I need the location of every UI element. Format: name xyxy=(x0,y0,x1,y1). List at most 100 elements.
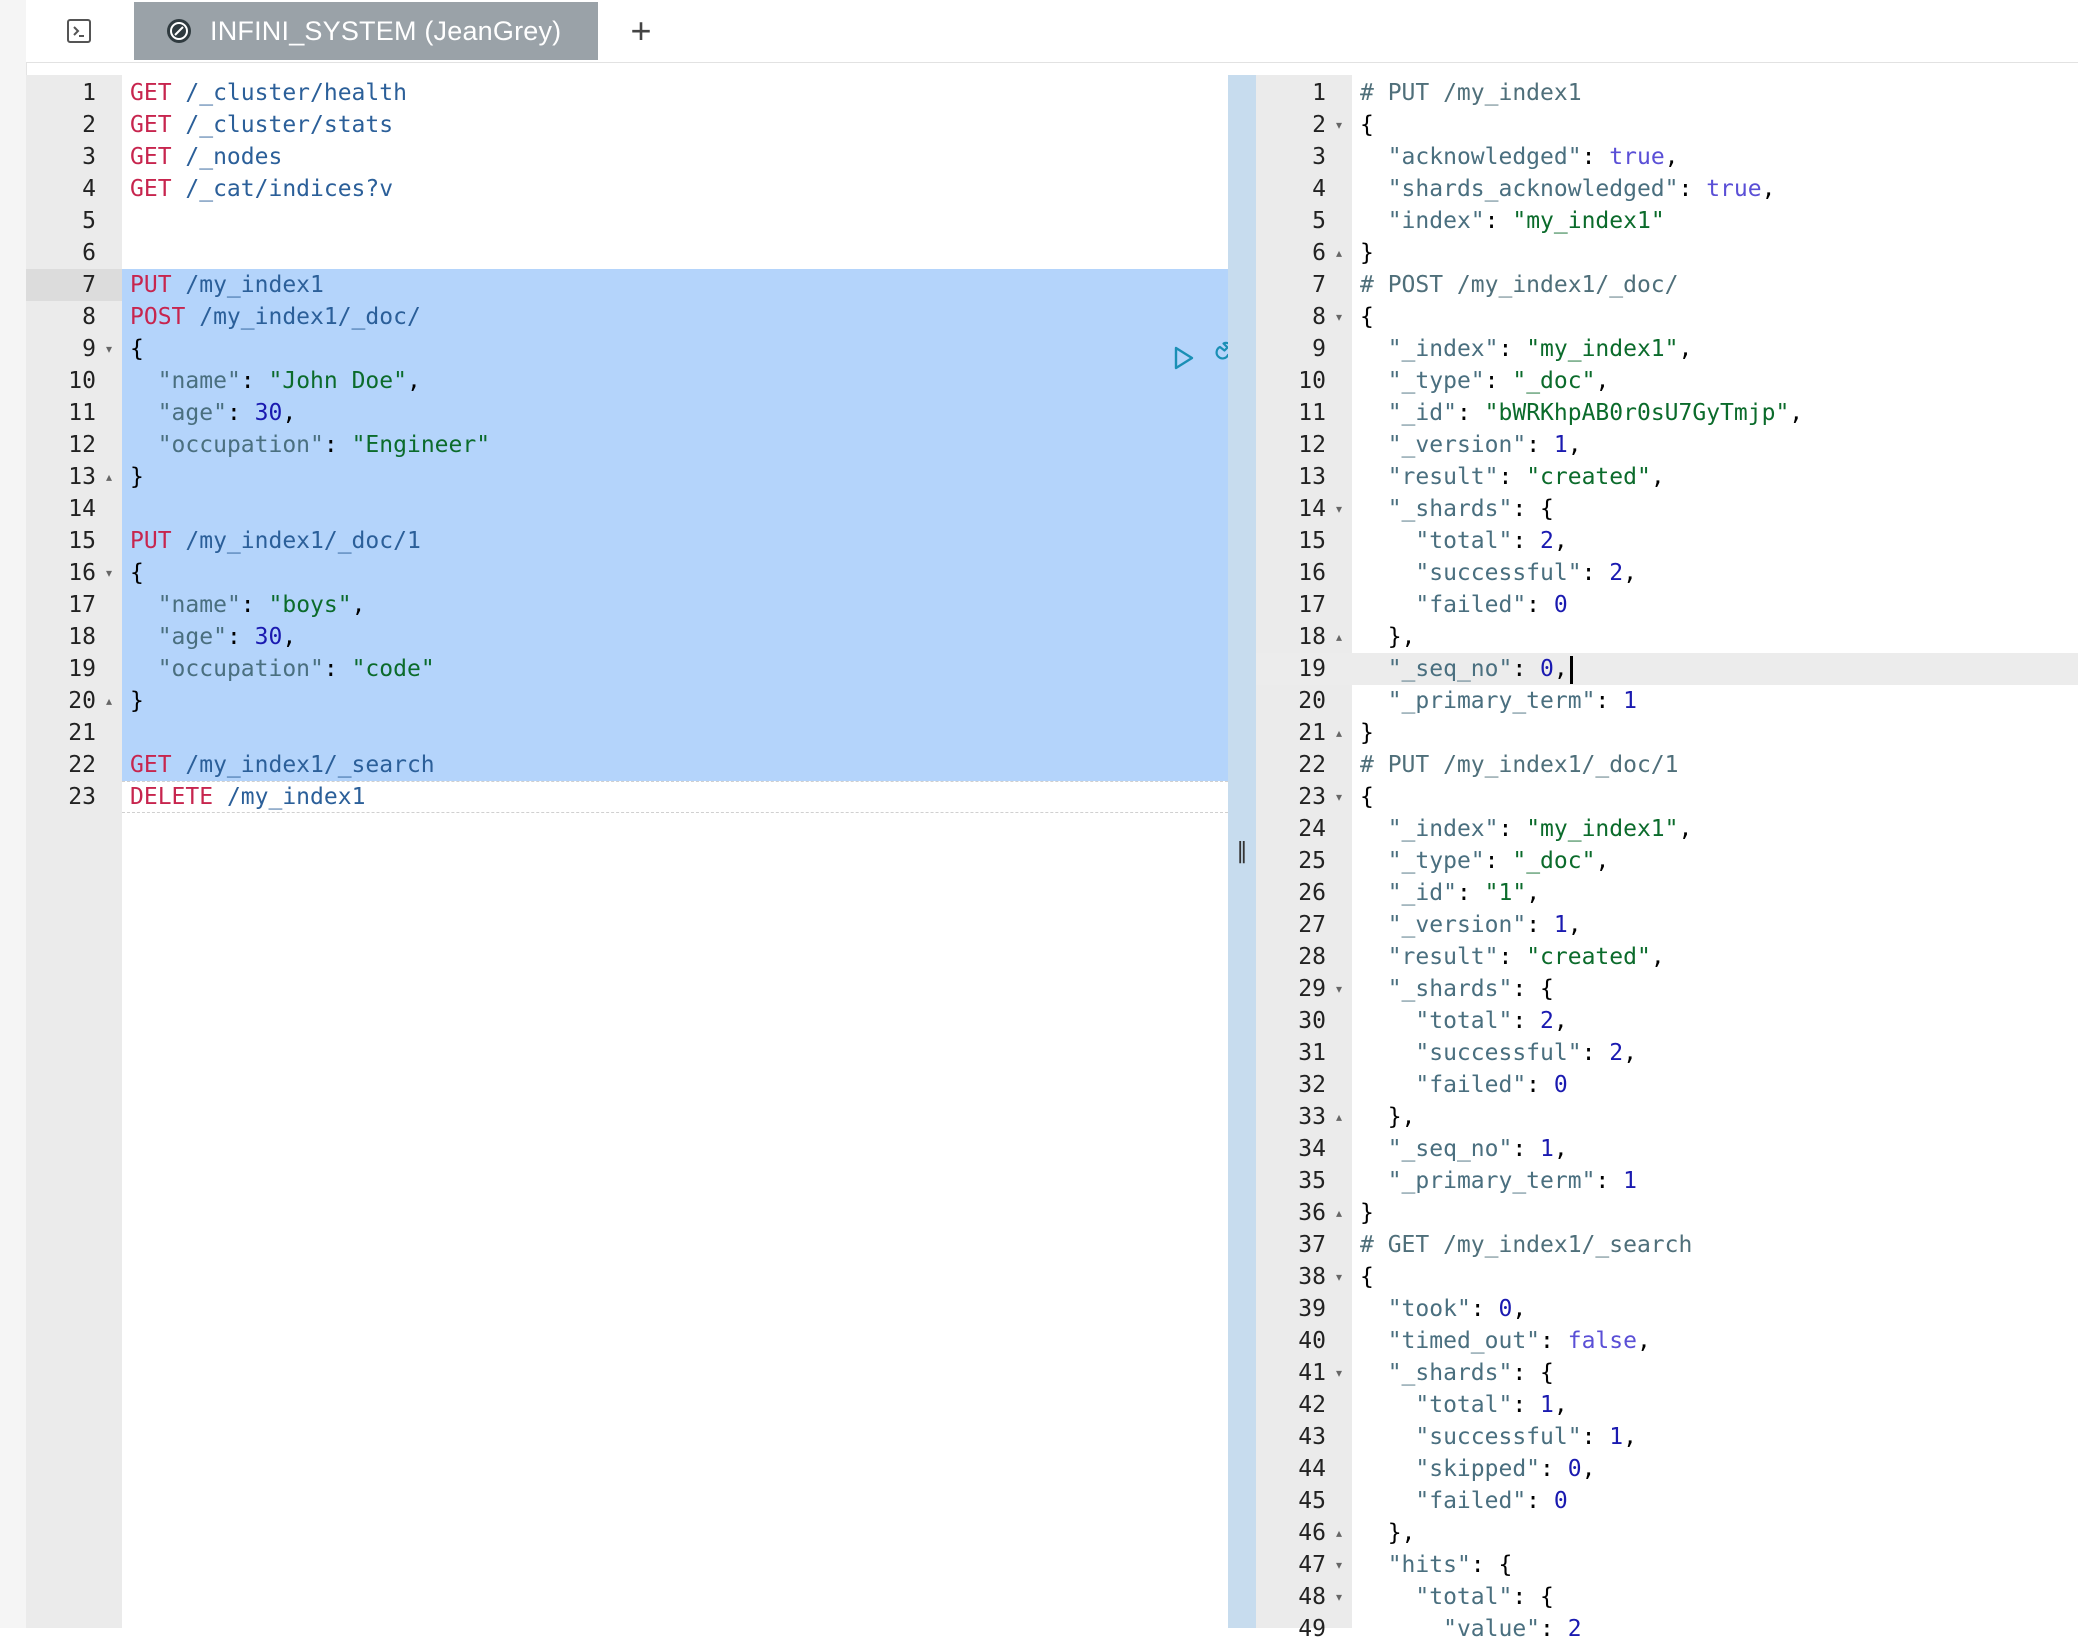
code-line[interactable]: 18▴ }, xyxy=(1256,621,2078,653)
code-line[interactable]: 11 "_id": "bWRKhpAB0r0sU7GyTmjp", xyxy=(1256,397,2078,429)
code-line[interactable]: 23▾{ xyxy=(1256,781,2078,813)
code-line[interactable]: 6▴} xyxy=(1256,237,2078,269)
add-tab-button[interactable]: + xyxy=(630,10,652,51)
code-line[interactable]: 29▾ "_shards": { xyxy=(1256,973,2078,1005)
code-line[interactable]: 27 "_version": 1, xyxy=(1256,909,2078,941)
fold-collapse-icon[interactable]: ▾ xyxy=(1335,1270,1343,1284)
code-line[interactable]: 14 xyxy=(26,493,1228,525)
code-line[interactable]: 16▾{ xyxy=(26,557,1228,589)
code-line[interactable]: 32 "failed": 0 xyxy=(1256,1069,2078,1101)
fold-expand-icon[interactable]: ▴ xyxy=(105,694,113,708)
code-line[interactable]: 4 "shards_acknowledged": true, xyxy=(1256,173,2078,205)
fold-collapse-icon[interactable]: ▾ xyxy=(105,342,113,356)
fold-expand-icon[interactable]: ▴ xyxy=(1335,630,1343,644)
code-line[interactable]: 45 "failed": 0 xyxy=(1256,1485,2078,1517)
fold-collapse-icon[interactable]: ▾ xyxy=(1335,118,1343,132)
fold-collapse-icon[interactable]: ▾ xyxy=(1335,1558,1343,1572)
code-line[interactable]: 21 xyxy=(26,717,1228,749)
code-line[interactable]: 44 "skipped": 0, xyxy=(1256,1453,2078,1485)
code-line[interactable]: 16 "successful": 2, xyxy=(1256,557,2078,589)
code-line[interactable]: 20▴} xyxy=(26,685,1228,717)
response-content[interactable] xyxy=(1352,75,2078,1628)
code-line[interactable]: 40 "timed_out": false, xyxy=(1256,1325,2078,1357)
code-line[interactable]: 11 "age": 30, xyxy=(26,397,1228,429)
code-line[interactable]: 26 "_id": "1", xyxy=(1256,877,2078,909)
fold-collapse-icon[interactable]: ▾ xyxy=(105,566,113,580)
code-line[interactable]: 22# PUT /my_index1/_doc/1 xyxy=(1256,749,2078,781)
tab-infini-system[interactable]: INFINI_SYSTEM (JeanGrey) xyxy=(134,2,598,60)
fold-collapse-icon[interactable]: ▾ xyxy=(1335,1590,1343,1604)
code-line[interactable]: 18 "age": 30, xyxy=(26,621,1228,653)
code-line[interactable]: 15 "total": 2, xyxy=(1256,525,2078,557)
code-line[interactable]: 38▾{ xyxy=(1256,1261,2078,1293)
code-line[interactable]: 3 "acknowledged": true, xyxy=(1256,141,2078,173)
fold-expand-icon[interactable]: ▴ xyxy=(1335,1206,1343,1220)
code-line[interactable]: 13 "result": "created", xyxy=(1256,461,2078,493)
fold-collapse-icon[interactable]: ▾ xyxy=(1335,502,1343,516)
code-line[interactable]: 2▾{ xyxy=(1256,109,2078,141)
code-line[interactable]: 34 "_seq_no": 1, xyxy=(1256,1133,2078,1165)
fold-expand-icon[interactable]: ▴ xyxy=(1335,726,1343,740)
code-token xyxy=(1360,400,1388,426)
code-line[interactable]: 17 "failed": 0 xyxy=(1256,589,2078,621)
console-button[interactable] xyxy=(64,16,94,46)
code-line[interactable]: 12 "occupation": "Engineer" xyxy=(26,429,1228,461)
code-line[interactable]: 7# POST /my_index1/_doc/ xyxy=(1256,269,2078,301)
code-line[interactable]: 30 "total": 2, xyxy=(1256,1005,2078,1037)
code-line[interactable]: 10 "name": "John Doe", xyxy=(26,365,1228,397)
code-line[interactable]: 42 "total": 1, xyxy=(1256,1389,2078,1421)
fold-collapse-icon[interactable]: ▾ xyxy=(1335,310,1343,324)
code-line[interactable]: 46▴ }, xyxy=(1256,1517,2078,1549)
pane-splitter[interactable]: ‖ xyxy=(1228,75,1256,1628)
code-line[interactable]: 5 "index": "my_index1" xyxy=(1256,205,2078,237)
code-line[interactable]: 41▾ "_shards": { xyxy=(1256,1357,2078,1389)
code-line[interactable]: 24 "_index": "my_index1", xyxy=(1256,813,2078,845)
fold-expand-icon[interactable]: ▴ xyxy=(1335,246,1343,260)
code-line[interactable]: 37# GET /my_index1/_search xyxy=(1256,1229,2078,1261)
fold-expand-icon[interactable]: ▴ xyxy=(105,470,113,484)
code-line[interactable]: 36▴} xyxy=(1256,1197,2078,1229)
code-line[interactable]: 9 "_index": "my_index1", xyxy=(1256,333,2078,365)
code-line[interactable]: 12 "_version": 1, xyxy=(1256,429,2078,461)
fold-collapse-icon[interactable]: ▾ xyxy=(1335,1366,1343,1380)
code-line[interactable]: 5 xyxy=(26,205,1228,237)
code-line[interactable]: 25 "_type": "_doc", xyxy=(1256,845,2078,877)
code-line[interactable]: 17 "name": "boys", xyxy=(26,589,1228,621)
fold-collapse-icon[interactable]: ▾ xyxy=(1335,982,1343,996)
code-line[interactable]: 33▴ }, xyxy=(1256,1101,2078,1133)
code-line[interactable]: 14▾ "_shards": { xyxy=(1256,493,2078,525)
fold-collapse-icon[interactable]: ▾ xyxy=(1335,790,1343,804)
code-line[interactable]: 19 "occupation": "code" xyxy=(26,653,1228,685)
code-line[interactable]: 8▾{ xyxy=(1256,301,2078,333)
code-line[interactable]: 31 "successful": 2, xyxy=(1256,1037,2078,1069)
run-request-button[interactable] xyxy=(1166,341,1200,375)
code-line[interactable]: 47▾ "hits": { xyxy=(1256,1549,2078,1581)
code-line[interactable]: 10 "_type": "_doc", xyxy=(1256,365,2078,397)
code-line[interactable]: 43 "successful": 1, xyxy=(1256,1421,2078,1453)
code-line[interactable]: 21▴} xyxy=(1256,717,2078,749)
fold-expand-icon[interactable]: ▴ xyxy=(1335,1526,1343,1540)
fold-expand-icon[interactable]: ▴ xyxy=(1335,1110,1343,1124)
code-line[interactable]: 1# PUT /my_index1 xyxy=(1256,77,2078,109)
code-line[interactable]: 20 "_primary_term": 1 xyxy=(1256,685,2078,717)
code-line[interactable]: 28 "result": "created", xyxy=(1256,941,2078,973)
code-line[interactable]: 49 "value": 2 xyxy=(1256,1613,2078,1645)
code-line[interactable]: 19 "_seq_no": 0, xyxy=(1256,653,2078,685)
code-line[interactable]: 13▴} xyxy=(26,461,1228,493)
code-line[interactable]: 48▾ "total": { xyxy=(1256,1581,2078,1613)
code-line[interactable]: 9▾{ xyxy=(26,333,1228,365)
code-line[interactable]: 35 "_primary_term": 1 xyxy=(1256,1165,2078,1197)
code-line[interactable]: 39 "took": 0, xyxy=(1256,1293,2078,1325)
code-line[interactable]: 6 xyxy=(26,237,1228,269)
